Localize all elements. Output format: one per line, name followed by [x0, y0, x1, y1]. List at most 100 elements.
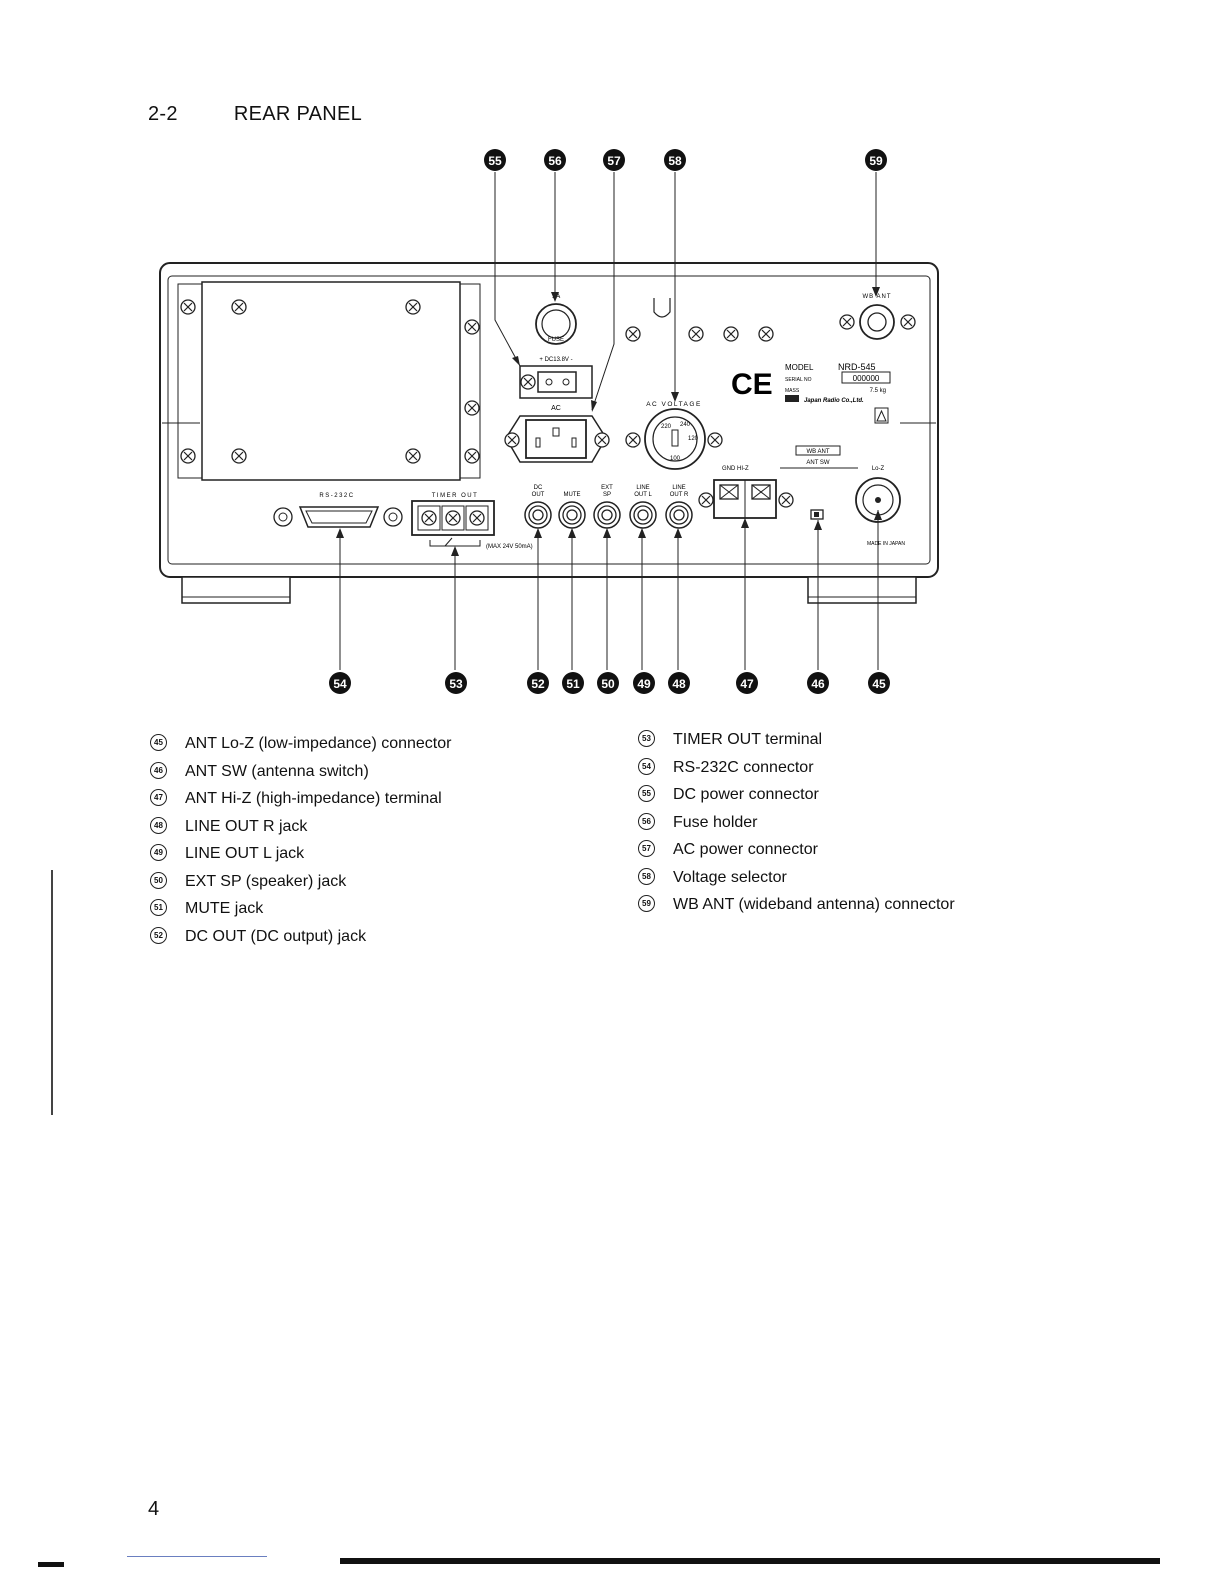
arrow-heads-top — [512, 287, 880, 412]
section-title: REAR PANEL — [233, 103, 363, 125]
callout-55: 55 — [484, 149, 506, 171]
jack-label-3: SP — [603, 492, 611, 498]
legend-text: WB ANT (wideband antenna) connector — [673, 896, 955, 913]
svg-text:46: 46 — [811, 677, 825, 691]
legend-number: 52 — [150, 926, 167, 944]
callout-53: 53 — [445, 672, 467, 694]
svg-text:48: 48 — [672, 677, 686, 691]
rear-panel-diagram: 1A FUSE + DC13.8V - AC AC VOLTAGE 220 24… — [159, 149, 939, 694]
callout-51: 51 — [562, 672, 584, 694]
svg-text:51: 51 — [566, 677, 580, 691]
jack-label-5: OUT R — [670, 492, 689, 498]
legend-text: ANT Lo-Z (low-impedance) connector — [185, 735, 452, 752]
cover-plate — [177, 281, 481, 481]
footer-rule-thin — [127, 1556, 267, 1557]
legend-text: ANT Hi-Z (high-impedance) terminal — [185, 790, 442, 807]
callout-48: 48 — [668, 672, 690, 694]
callout-46: 46 — [807, 672, 829, 694]
ce-mark: CE — [731, 368, 773, 401]
svg-text:47: 47 — [740, 677, 754, 691]
leader-lines-bottom — [339, 510, 879, 670]
model-value: NRD-545 — [838, 362, 876, 372]
legend-text: EXT SP (speaker) jack — [185, 872, 347, 890]
wb-ant-label: WB ANT — [862, 294, 891, 300]
legend-item: 55 DC power connector — [638, 781, 955, 809]
legend-text: LINE OUT L jack — [185, 845, 305, 862]
svg-text:54: 54 — [333, 677, 347, 691]
legend-item: 52 DC OUT (DC output) jack — [150, 923, 451, 951]
callout-56: 56 — [544, 149, 566, 171]
legend-text: ANT SW (antenna switch) — [185, 762, 369, 780]
change-bar — [51, 870, 53, 1115]
legend-number: 57 — [638, 840, 655, 858]
legend-number: 56 — [638, 812, 655, 830]
jack-label-top-5: LINE — [672, 485, 685, 491]
dc-label: + DC13.8V - — [539, 357, 572, 363]
hi-z-label: GND HI-Z — [722, 466, 749, 472]
legend-number: 58 — [638, 867, 655, 885]
fuse-label: FUSE — [548, 337, 564, 343]
ant-switch: WB ANT ANT SW — [795, 445, 841, 520]
legend-number: 51 — [150, 899, 167, 917]
serial-label: SERIAL NO — [785, 377, 812, 383]
mass-value: 7.5 kg — [870, 388, 886, 394]
callout-49: 49 — [633, 672, 655, 694]
section-number: 2-2 — [148, 103, 178, 125]
legend-text: AC power connector — [673, 841, 818, 858]
legend-text: LINE OUT R jack — [185, 817, 308, 835]
legend-number: 48 — [150, 816, 167, 834]
maker-name: Japan Radio Co.,Ltd. — [804, 398, 864, 404]
legend-item: 59 WB ANT (wideband antenna) connector — [638, 891, 955, 919]
callout-54: 54 — [329, 672, 351, 694]
callout-47: 47 — [736, 672, 758, 694]
callout-50: 50 — [597, 672, 619, 694]
legend-text: MUTE jack — [185, 900, 264, 917]
svg-text:50: 50 — [601, 677, 615, 691]
lo-z-label: Lo-Z — [872, 466, 885, 472]
arrow-heads-bottom — [336, 510, 882, 556]
callout-58: 58 — [664, 149, 686, 171]
legend-item: 56 Fuse holder — [638, 809, 955, 837]
wb-ant-connector: WB ANT — [839, 294, 916, 340]
timer-out-label: TIMER OUT — [432, 493, 479, 499]
page-number: 4 — [148, 1498, 160, 1520]
serial-value: 000000 — [853, 374, 880, 383]
legend-item: 48 LINE OUT R jack — [150, 813, 451, 841]
voltage-selector: AC VOLTAGE 220 240 120 100 — [625, 401, 723, 470]
svg-text:59: 59 — [869, 154, 883, 168]
legend-text: Fuse holder — [673, 813, 758, 831]
ant-sw-box-label: WB ANT — [806, 449, 829, 455]
footer-mark — [38, 1562, 64, 1567]
svg-text:56: 56 — [548, 154, 562, 168]
svg-text:57: 57 — [607, 154, 621, 168]
rs232c-label: RS-232C — [319, 493, 354, 499]
legend-number: 59 — [638, 895, 655, 913]
footer-rule — [340, 1558, 1160, 1564]
audio-jacks: DC OUT MUTE EXT SP LINE OUT L LINE OUT R — [524, 485, 693, 529]
legend-text: TIMER OUT terminal — [673, 731, 823, 748]
dc-power-connector: + DC13.8V - — [519, 357, 593, 399]
legend-number: 55 — [638, 785, 655, 803]
legend-number: 53 — [638, 730, 655, 748]
legend-item: 51 MUTE jack — [150, 895, 451, 923]
jack-label-1: OUT — [532, 492, 545, 498]
legend-item: 58 Voltage selector — [638, 864, 955, 892]
callout-59: 59 — [865, 149, 887, 171]
legend-text: Voltage selector — [673, 868, 787, 886]
legend-text: DC power connector — [673, 786, 819, 803]
voltage-value-4: 100 — [670, 456, 681, 462]
voltage-value-1: 220 — [661, 424, 672, 430]
section-heading: 2-2 REAR PANEL — [148, 103, 362, 126]
legend-text: DC OUT (DC output) jack — [185, 927, 367, 945]
mass-label: MASS — [785, 388, 800, 394]
legend-number: 54 — [638, 757, 655, 775]
jack-label-top-1: DC — [534, 485, 543, 491]
callouts-bottom: 54 53 52 51 50 49 48 47 46 45 — [329, 672, 890, 694]
timer-rating: (MAX 24V 50mA) — [486, 544, 533, 550]
ant-sw-label: ANT SW — [806, 460, 830, 466]
jack-label-2: MUTE — [564, 492, 581, 498]
